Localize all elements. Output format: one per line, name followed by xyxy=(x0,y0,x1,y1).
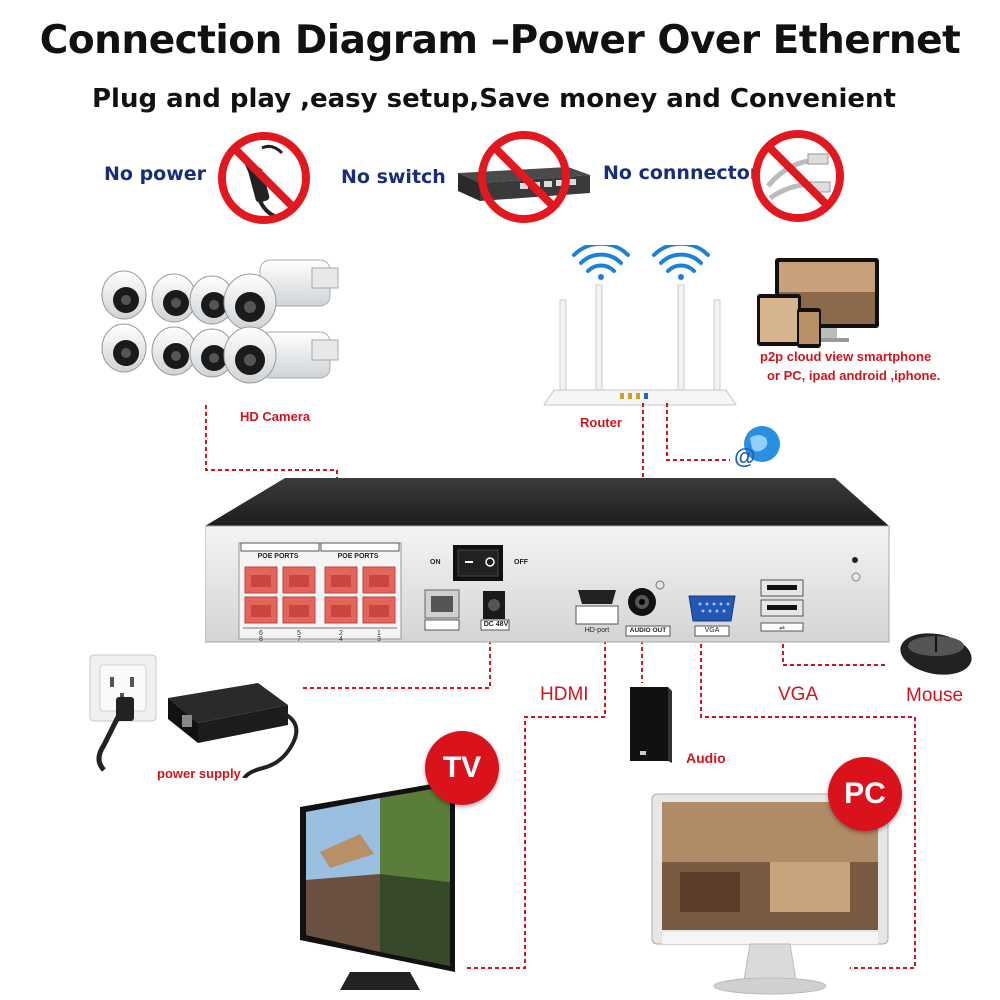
hdmi-to-tv-line xyxy=(465,640,606,969)
poe-ports-label-left: POE PORTS xyxy=(257,553,299,560)
port-number: 6 xyxy=(259,630,263,637)
switch-on-label: ON xyxy=(430,559,441,566)
port-number: 7 xyxy=(297,636,301,643)
speaker-icon xyxy=(630,687,672,763)
dc-to-power-supply-line xyxy=(300,640,491,689)
power-switch xyxy=(453,545,503,581)
poe-port-numbers: 6 5 2 1 8 7 4 3 xyxy=(239,630,401,644)
lan-port xyxy=(424,589,460,631)
poe-ports-label-right: POE PORTS xyxy=(337,553,379,560)
no-power-label: No power xyxy=(104,163,207,185)
usb-ports: ⇌ xyxy=(760,579,804,632)
port-number: 4 xyxy=(339,636,343,643)
router-label: Router xyxy=(580,415,622,430)
audio-out-port-label: AUDIO OUT xyxy=(629,627,667,634)
no-switch-label: No switch xyxy=(341,166,446,188)
cameras-group xyxy=(101,259,339,384)
tv-badge: TV xyxy=(425,731,499,805)
audio-label: Audio xyxy=(686,750,726,766)
audio-out-port xyxy=(625,580,671,637)
hdmi-label: HDMI xyxy=(540,684,589,705)
port-number: 5 xyxy=(297,630,301,637)
p2p-text-line2: or PC, ipad android ,iphone. xyxy=(767,368,941,383)
vga-to-pc-line xyxy=(700,630,916,969)
hdmi-port xyxy=(575,590,619,625)
page-subtitle: Plug and play ,easy setup,Save money and… xyxy=(92,84,896,114)
poe-ports-icon xyxy=(243,566,397,629)
port-number: 1 xyxy=(377,630,381,637)
router-icon xyxy=(543,245,737,406)
nvr-device: ⇌ xyxy=(205,478,890,643)
network-switch-prohibited-icon xyxy=(458,131,590,223)
dc-port xyxy=(480,591,510,631)
no-connector-label: No connnector xyxy=(603,162,760,184)
svg-text:⇌: ⇌ xyxy=(779,625,785,632)
power-supply-label: power supply xyxy=(157,766,241,781)
vga-port-label: VGA xyxy=(704,627,720,634)
pc-badge: PC xyxy=(828,757,902,831)
poe-port-grid: POE PORTS POE PORTS xyxy=(239,553,401,643)
power-supply-icon xyxy=(89,654,299,778)
mouse-label: Mouse xyxy=(906,685,964,706)
dc-port-label: DC 48V xyxy=(483,621,509,628)
hd-camera-label: HD Camera xyxy=(240,409,311,424)
mouse-icon xyxy=(900,633,972,675)
switch-off-label: OFF xyxy=(514,559,528,566)
tv-icon xyxy=(300,780,455,990)
vga-port xyxy=(688,595,736,637)
port-number: 8 xyxy=(259,636,263,643)
svg-text:@: @ xyxy=(734,444,755,469)
hdmi-port-label: HD-port xyxy=(584,627,610,634)
port-number: 3 xyxy=(377,636,381,643)
power-adapter-prohibited-icon xyxy=(218,132,310,224)
connector-prohibited-icon xyxy=(752,130,844,222)
page-title: Connection Diagram –Power Over Ethernet xyxy=(39,18,961,63)
smart-devices-icon xyxy=(757,258,879,348)
vga-label: VGA xyxy=(778,684,819,705)
usb-to-mouse-line xyxy=(782,630,885,666)
router-to-internet-line xyxy=(666,403,730,461)
p2p-text-line1: p2p cloud view smartphone xyxy=(760,349,932,364)
port-number: 2 xyxy=(339,630,343,637)
internet-globe-icon: @ xyxy=(734,426,780,469)
